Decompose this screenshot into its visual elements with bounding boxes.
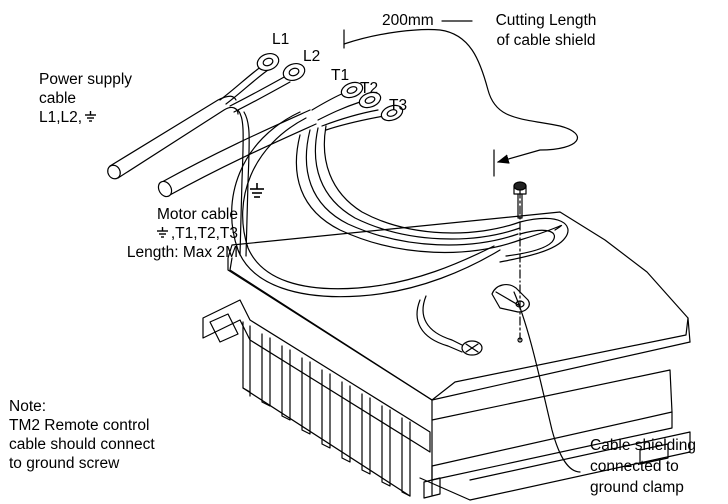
- motor-cable: [157, 81, 465, 353]
- earth-ground-icon: [85, 111, 97, 122]
- label-power-3: L1,L2,: [39, 108, 99, 127]
- label-note-3: cable should connect: [9, 436, 155, 453]
- label-t3: T3: [389, 97, 408, 114]
- label-motor-2-text: ,T1,T2,T3: [170, 225, 238, 242]
- label-cut-title-1: Cutting Length: [495, 12, 597, 29]
- label-power-1: Power supply: [39, 71, 133, 88]
- label-shield-2: connected to: [590, 458, 679, 475]
- label-note-4: to ground screw: [9, 455, 120, 472]
- ground-screw: [461, 340, 483, 356]
- heat-sink-fins: [242, 321, 411, 497]
- label-cut-length: 200mm: [382, 12, 434, 29]
- label-shield-1: Cable shielding: [590, 437, 696, 454]
- label-cut-title-2: of cable shield: [496, 32, 596, 49]
- label-motor-2: ,T1,T2,T3: [60, 224, 238, 243]
- label-power-2: cable: [39, 90, 77, 107]
- label-t1: T1: [331, 67, 350, 84]
- ground-symbol-icon: [250, 183, 264, 198]
- annotation-lines: [343, 20, 581, 473]
- label-shield-3: ground clamp: [590, 479, 684, 496]
- label-l1: L1: [272, 31, 290, 48]
- label-l2: L2: [303, 48, 321, 65]
- label-motor-3: Length: Max 2M: [126, 244, 238, 261]
- label-note-1: Note:: [9, 398, 47, 415]
- earth-ground-icon: [156, 227, 168, 238]
- label-power-3-text: L1,L2,: [39, 109, 83, 126]
- label-note-2: TM2 Remote control: [9, 417, 150, 434]
- label-t2: T2: [360, 80, 379, 97]
- power-supply-cable: [107, 52, 306, 257]
- motor-cable-loop: [231, 111, 569, 298]
- label-motor-1: Motor cable: [157, 206, 238, 223]
- drive-housing: [202, 211, 691, 501]
